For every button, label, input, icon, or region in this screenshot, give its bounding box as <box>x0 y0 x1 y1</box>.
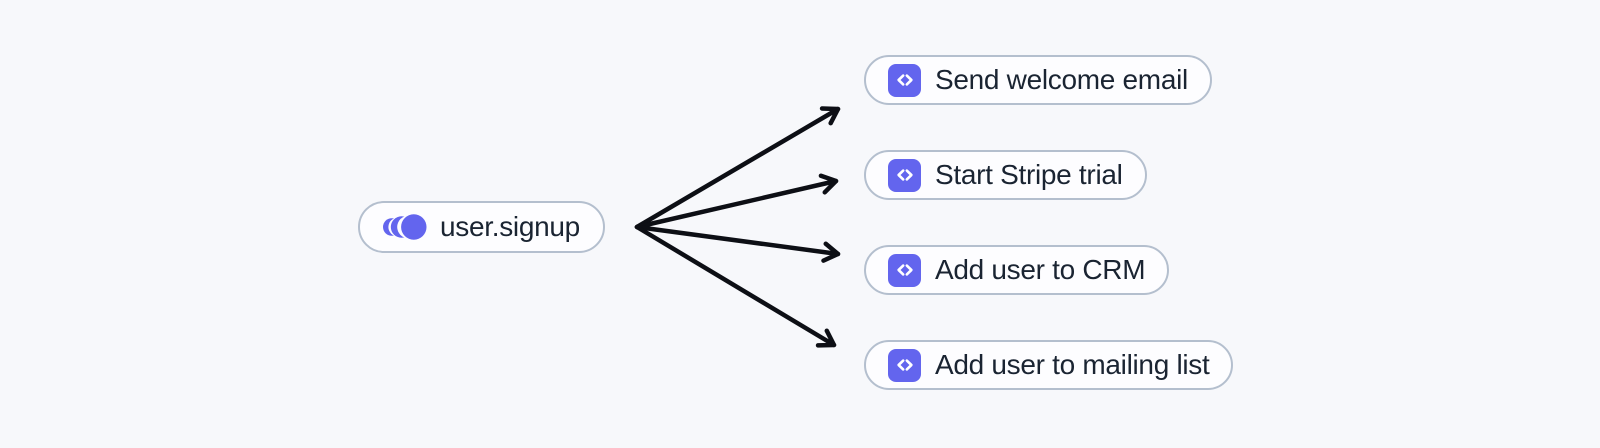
code-icon <box>888 348 921 382</box>
action-node-send-welcome-email[interactable]: Send welcome email <box>864 55 1212 105</box>
code-icon <box>888 253 921 287</box>
action-node-label: Add user to CRM <box>935 254 1146 285</box>
action-node-label: Send welcome email <box>935 64 1188 95</box>
edge-arrow <box>634 173 839 230</box>
trigger-node-user-signup[interactable]: user.signup <box>358 201 605 253</box>
action-node-label: Add user to mailing list <box>935 349 1210 380</box>
action-node-label: Start Stripe trial <box>935 159 1123 190</box>
action-node-add-user-to-mailing-list[interactable]: Add user to mailing list <box>864 340 1234 390</box>
edge-arrow <box>634 224 841 263</box>
action-node-start-stripe-trial[interactable]: Start Stripe trial <box>864 150 1147 200</box>
action-node-add-user-to-crm[interactable]: Add user to CRM <box>864 245 1170 295</box>
code-icon <box>888 63 921 97</box>
event-pulse-icon <box>383 213 427 241</box>
edge-arrow <box>634 224 837 348</box>
trigger-node-label: user.signup <box>440 211 580 242</box>
code-icon <box>888 158 921 192</box>
edge-arrow <box>634 106 841 230</box>
